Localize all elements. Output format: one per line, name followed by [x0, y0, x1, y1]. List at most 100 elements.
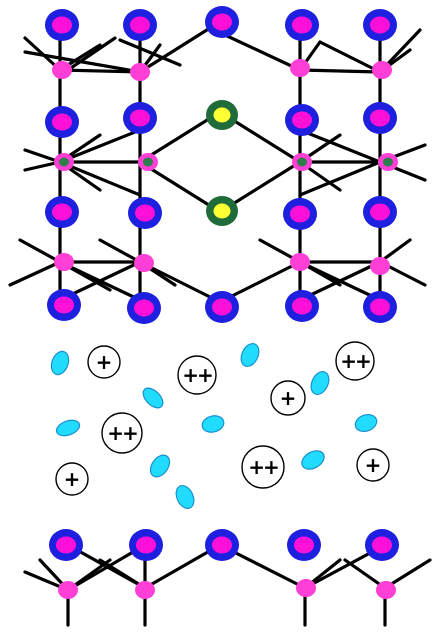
large-atom — [128, 197, 162, 229]
small-atom — [290, 59, 310, 77]
small-atom — [290, 253, 310, 271]
small-atom — [138, 153, 158, 171]
large-atom-core — [292, 16, 312, 34]
guest-atom — [206, 196, 238, 226]
large-atom — [205, 6, 239, 38]
bond-line — [138, 26, 212, 74]
small-atom-shell — [52, 61, 72, 79]
water-molecule — [310, 371, 330, 395]
bond-line — [18, 238, 62, 264]
cation-charge-label: ++ — [182, 363, 212, 387]
bond-line — [58, 68, 142, 74]
monovalent-cation: + — [356, 448, 390, 482]
small-atom-shell — [54, 253, 74, 271]
large-atom-core — [52, 16, 72, 34]
bond-line — [298, 260, 382, 302]
atoms — [45, 6, 399, 599]
cation-charge-label: + — [365, 453, 382, 477]
large-atom-core — [136, 536, 156, 554]
water-molecule — [55, 419, 81, 437]
cation-charge-label: + — [280, 386, 297, 410]
bond-line — [98, 238, 142, 264]
cation-circle — [55, 462, 89, 496]
bond-line — [23, 148, 62, 164]
small-atom-shell — [58, 581, 78, 599]
large-atom-core — [134, 299, 154, 317]
cation-charge-label: ++ — [107, 421, 137, 445]
small-atom — [54, 253, 74, 271]
bond-line — [298, 160, 382, 197]
large-atom-core — [54, 296, 74, 314]
water-molecule — [50, 350, 70, 376]
water-molecule — [175, 485, 195, 509]
large-atom — [49, 529, 83, 561]
divalent-cation: ++ — [335, 341, 375, 381]
large-atom — [365, 529, 399, 561]
water-molecule — [149, 454, 171, 478]
small-atom-shell — [134, 254, 154, 272]
cation-charge-label: + — [64, 467, 81, 491]
large-atom-core — [372, 536, 392, 554]
large-atom — [363, 196, 397, 228]
small-atom — [376, 581, 396, 599]
cation-circle — [270, 380, 306, 416]
guest-atom-core — [213, 203, 231, 219]
cation-circle — [177, 355, 217, 395]
bond-line — [58, 128, 142, 164]
small-atom — [292, 153, 312, 171]
large-atom-core — [370, 203, 390, 221]
large-atom-core — [130, 109, 150, 127]
bond-line — [298, 128, 382, 164]
bond-line — [318, 40, 382, 74]
small-atom — [52, 61, 72, 79]
small-atom-shell — [130, 63, 150, 81]
large-atom-core — [135, 204, 155, 222]
small-atom-shell — [135, 581, 155, 599]
bond-line — [138, 160, 222, 214]
small-atom-dark-core — [383, 157, 393, 167]
small-atom-shell — [372, 61, 392, 79]
water-molecule — [240, 343, 260, 367]
water-molecule — [201, 415, 225, 433]
large-atom-core — [292, 297, 312, 315]
large-atom — [129, 529, 163, 561]
large-atom — [283, 198, 317, 230]
small-atom-shell — [370, 257, 390, 275]
divalent-cation: ++ — [177, 355, 217, 395]
small-atom — [296, 579, 316, 597]
divalent-cation: ++ — [241, 445, 285, 489]
bond-line — [343, 558, 387, 590]
large-atom-core — [52, 113, 72, 131]
cation-circle — [101, 412, 143, 454]
large-atom-core — [370, 16, 390, 34]
large-atom — [363, 102, 397, 134]
bond-line — [138, 260, 222, 304]
monovalent-cation: + — [55, 462, 89, 496]
cation-circle — [241, 445, 285, 489]
large-atom-core — [130, 16, 150, 34]
bond-line — [138, 110, 222, 164]
large-atom-core — [212, 13, 232, 31]
bond-line — [63, 36, 117, 74]
small-atom-dark-core — [143, 157, 153, 167]
large-atom — [127, 292, 161, 324]
large-atom-core — [56, 536, 76, 554]
large-atom — [47, 289, 81, 321]
monovalent-cation: + — [87, 345, 121, 379]
small-atom — [370, 257, 390, 275]
large-atom-core — [290, 205, 310, 223]
small-atom-shell — [290, 59, 310, 77]
small-atom — [130, 63, 150, 81]
large-atom — [285, 290, 319, 322]
large-atom — [205, 291, 239, 323]
water-molecule — [301, 450, 325, 470]
small-atom-dark-core — [297, 157, 307, 167]
large-atom — [285, 9, 319, 41]
guest-atom-core — [213, 107, 231, 123]
large-atom — [363, 9, 397, 41]
interlayer-region: ++++++++++++ — [50, 341, 390, 509]
water-molecule — [354, 413, 378, 433]
cation-circle — [87, 345, 121, 379]
water-molecule — [142, 387, 164, 409]
